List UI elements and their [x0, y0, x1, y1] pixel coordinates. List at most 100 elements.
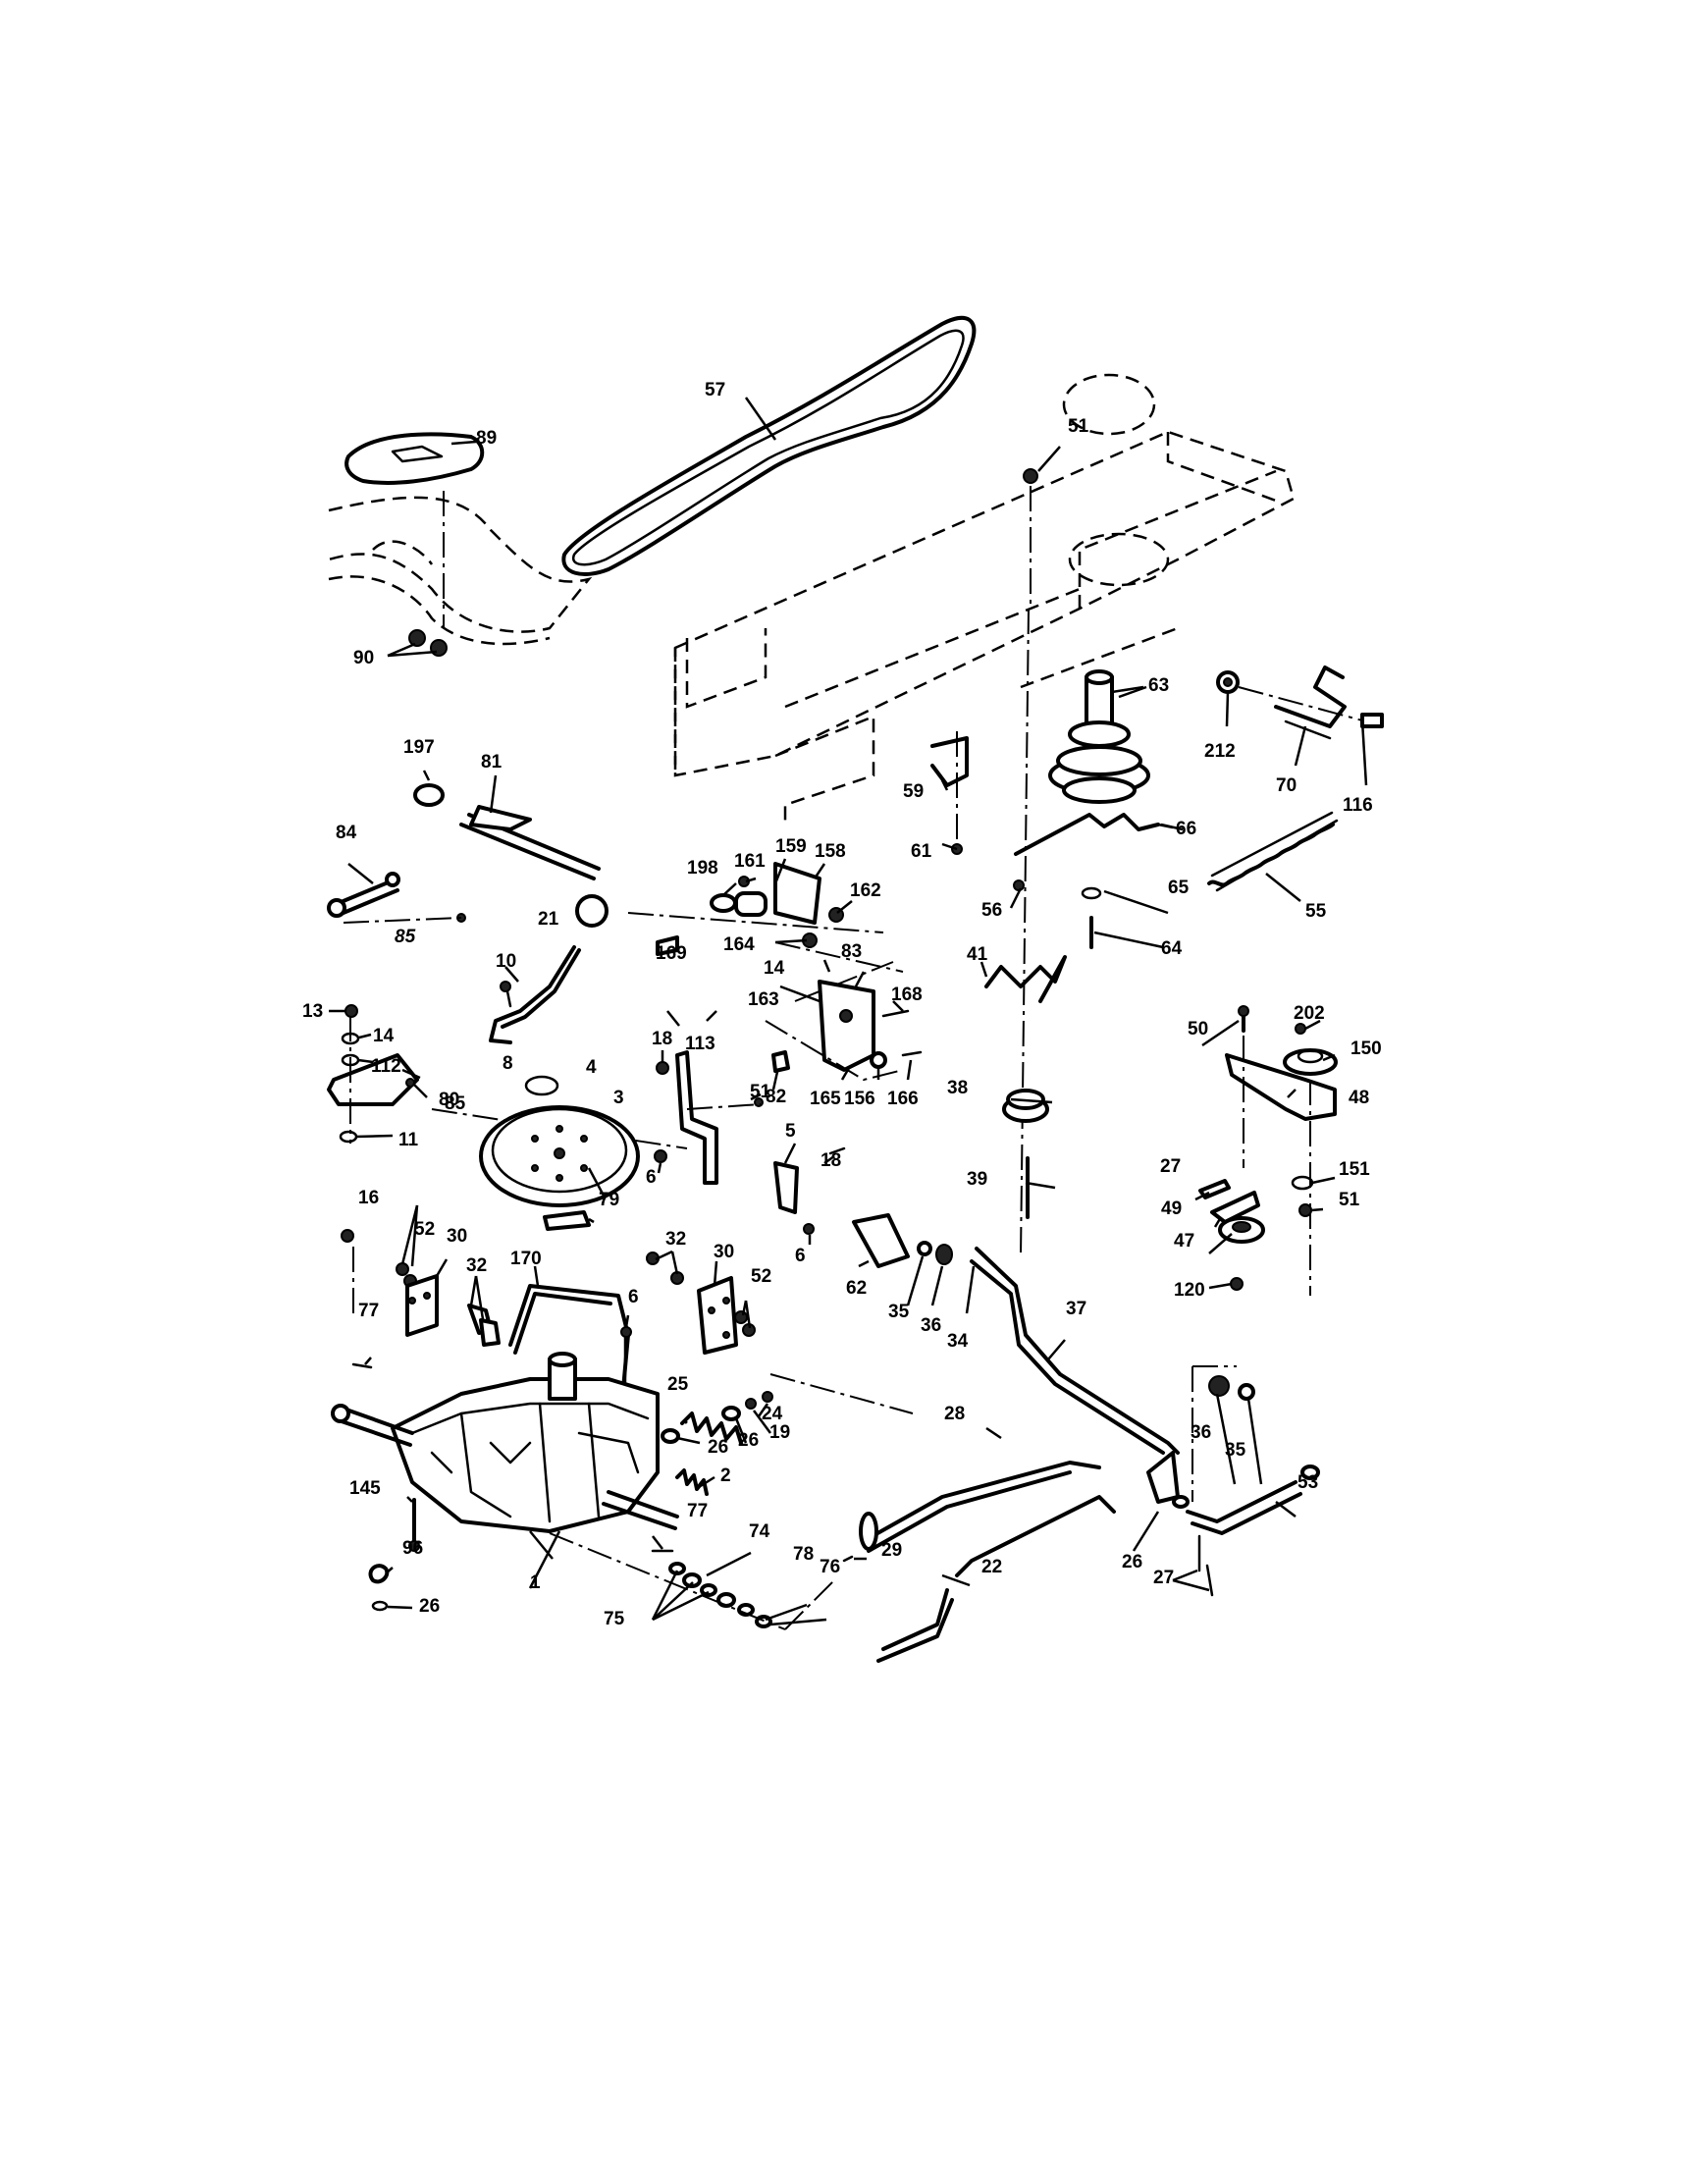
bracket-165: [765, 980, 923, 1082]
callout-168: 168: [891, 985, 923, 1005]
callout-85: 85: [445, 1093, 466, 1114]
callout-81: 81: [481, 752, 503, 772]
callout-27: 27: [1153, 1568, 1174, 1588]
callout-47: 47: [1174, 1231, 1194, 1252]
callout-65: 65: [1168, 878, 1190, 898]
callout-197: 197: [403, 737, 435, 758]
callout-14: 14: [764, 958, 785, 979]
nut-51-top: [1023, 446, 1061, 609]
callout-51: 51: [750, 1082, 771, 1102]
callout-170: 170: [510, 1249, 542, 1269]
pedal-shaft-34: [852, 1213, 1180, 1455]
callout-36: 36: [921, 1315, 941, 1336]
callout-169: 169: [656, 943, 687, 964]
shaft-81: [413, 770, 601, 880]
spring-55: [1207, 811, 1339, 902]
callout-10: 10: [496, 951, 516, 972]
nuts-90: [387, 629, 448, 658]
callout-16: 16: [358, 1188, 379, 1208]
callout-163: 163: [748, 989, 779, 1010]
callout-13: 13: [302, 1001, 323, 1022]
callout-8: 8: [503, 1053, 513, 1074]
rod-53: [1146, 1365, 1320, 1597]
axle-washers: [549, 1532, 835, 1630]
callout-53: 53: [1297, 1472, 1318, 1493]
bracket-30-right: [620, 1252, 756, 1386]
callout-159: 159: [775, 836, 807, 857]
callout-48: 48: [1349, 1088, 1369, 1108]
shift-lever: [489, 894, 609, 1044]
key-79: [543, 1210, 591, 1231]
callout-51: 51: [1339, 1190, 1360, 1210]
pulley-spindle-63: [1048, 669, 1150, 804]
parts-212-70-116: [1216, 666, 1384, 786]
callout-25: 25: [667, 1374, 689, 1395]
callout-41: 41: [967, 944, 988, 965]
callout-37: 37: [1066, 1299, 1086, 1319]
callout-22: 22: [981, 1557, 1002, 1577]
callout-51: 51: [1068, 416, 1089, 437]
callout-61: 61: [911, 841, 932, 862]
callout-29: 29: [881, 1540, 902, 1561]
callout-35: 35: [888, 1302, 910, 1322]
callout-18: 18: [821, 1150, 841, 1171]
callout-78: 78: [793, 1544, 814, 1565]
callout-26: 26: [738, 1430, 759, 1451]
callout-150: 150: [1350, 1039, 1382, 1059]
callout-26: 26: [419, 1596, 440, 1617]
callout-83: 83: [841, 941, 862, 962]
callout-74: 74: [749, 1521, 770, 1542]
callout-59: 59: [903, 781, 924, 802]
callout-198: 198: [687, 858, 718, 879]
callout-21: 21: [538, 909, 559, 930]
callout-151: 151: [1339, 1159, 1370, 1180]
callout-28: 28: [944, 1404, 965, 1424]
keys-77: [351, 1362, 674, 1553]
callout-55: 55: [1305, 901, 1327, 922]
bolt-145: [368, 1498, 420, 1612]
callout-26: 26: [1122, 1552, 1142, 1572]
leader-lines: [329, 397, 1336, 1626]
callout-112: 112: [371, 1056, 401, 1077]
callout-113: 113: [685, 1034, 715, 1054]
callout-165: 165: [810, 1089, 841, 1109]
callout-2: 2: [720, 1465, 731, 1486]
callout-36: 36: [1191, 1422, 1211, 1443]
callout-50: 50: [1188, 1019, 1208, 1039]
bracket-113: [654, 1050, 846, 1235]
callout-66: 66: [1176, 819, 1196, 839]
callout-32: 32: [665, 1229, 686, 1250]
callout-77: 77: [687, 1501, 708, 1521]
callout-3: 3: [613, 1088, 624, 1108]
callout-34: 34: [947, 1331, 969, 1352]
callout-30: 30: [714, 1242, 734, 1262]
callout-labels: 57 51 89 90 63 212 70 116 197 81 59 61 6…: [302, 380, 1382, 1629]
spring-41: [979, 955, 1067, 1003]
parts-66-56-65-64: [1013, 813, 1174, 949]
rod-22: [842, 1495, 1116, 1663]
callout-32: 32: [466, 1255, 487, 1276]
callout-62: 62: [846, 1278, 867, 1299]
callout-145: 145: [349, 1478, 381, 1499]
callout-76: 76: [820, 1557, 840, 1577]
callout-80: 80: [439, 1090, 459, 1110]
callout-11: 11: [398, 1130, 419, 1150]
callout-52: 52: [751, 1266, 771, 1287]
callout-89: 89: [476, 428, 497, 449]
callout-84: 84: [336, 823, 357, 843]
linkage-158-159: [627, 862, 904, 1002]
callout-57: 57: [705, 380, 725, 400]
clip-59: [930, 731, 969, 855]
callout-75: 75: [604, 1609, 625, 1629]
callout-85: 85: [395, 927, 416, 947]
callout-6: 6: [646, 1167, 657, 1188]
callout-24: 24: [762, 1404, 783, 1424]
idler-pulley-38: [1002, 1089, 1049, 1219]
callout-1: 1: [530, 1572, 541, 1593]
callout-90: 90: [353, 648, 374, 668]
callout-27: 27: [1160, 1156, 1181, 1177]
callout-14: 14: [373, 1026, 395, 1046]
callout-156: 156: [844, 1089, 875, 1109]
input-pulley-3: [479, 1075, 640, 1207]
